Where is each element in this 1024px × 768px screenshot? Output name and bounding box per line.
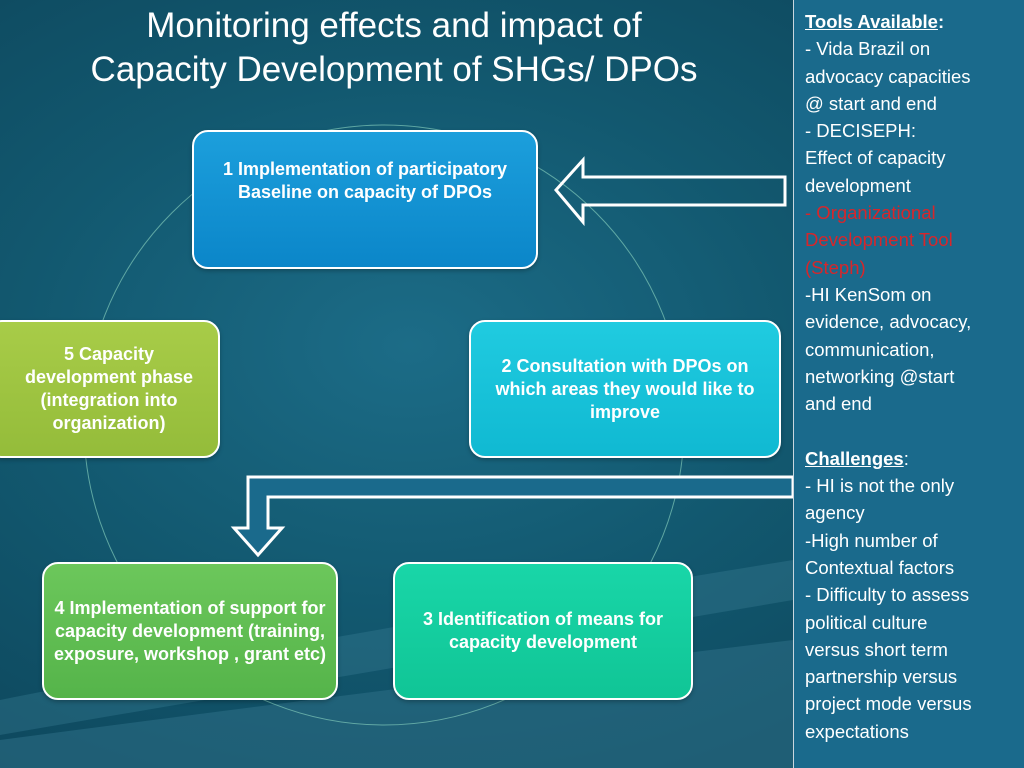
cycle-step-1: 1 Implementation of participatory Baseli… <box>192 130 538 269</box>
left-arrow-icon <box>554 156 787 227</box>
tools-line: -HI KenSom on <box>805 283 932 305</box>
tools-red-line: - Organizational <box>805 202 936 224</box>
tools-line: networking @start <box>805 365 955 387</box>
tools-line: Effect of capacity <box>805 147 946 169</box>
tools-heading: Tools Available <box>805 11 938 32</box>
cycle-step-1-label: 1 Implementation of participatory Baseli… <box>222 158 508 202</box>
challenges-line: - HI is not the only <box>805 475 955 497</box>
cycle-step-2: 2 Consultation with DPOs on which areas … <box>469 320 781 458</box>
tools-line: advocacy capacities <box>805 65 971 87</box>
challenges-line: Contextual factors <box>805 556 955 578</box>
cycle-step-5: 5 Capacity development phase (integratio… <box>0 320 220 458</box>
challenges-line: - Difficulty to assess <box>805 584 970 606</box>
tools-red-line: Development Tool <box>805 229 953 251</box>
tools-line: - Vida Brazil on <box>805 38 931 60</box>
cycle-step-2-label: 2 Consultation with DPOs on which areas … <box>495 355 755 422</box>
tools-heading-line: Tools Available: <box>805 8 1018 35</box>
tools-line: communication, <box>805 338 935 360</box>
challenges-line: versus short term <box>805 638 948 660</box>
challenges-line: partnership versus <box>805 666 958 688</box>
challenges-line: expectations <box>805 720 909 742</box>
down-arrow-icon <box>230 475 795 558</box>
cycle-step-4-label: 4 Implementation of support for capacity… <box>53 597 327 664</box>
sidebar-spacer <box>805 417 1018 444</box>
tools-line: development <box>805 174 911 196</box>
tools-red-line: (Steph) <box>805 256 866 278</box>
tools-line: - DECISEPH: <box>805 120 917 142</box>
tools-heading-colon: : <box>937 11 945 32</box>
slide-title: Monitoring effects and impact of Capacit… <box>0 4 788 92</box>
cycle-step-4: 4 Implementation of support for capacity… <box>42 562 338 700</box>
challenges-line: -High number of <box>805 529 938 551</box>
cycle-step-3: 3 Identification of means for capacity d… <box>393 562 693 700</box>
title-line-2: Capacity Development of SHGs/ DPOs <box>90 50 698 89</box>
title-line-1: Monitoring effects and impact of <box>146 6 642 45</box>
challenges-line: political culture <box>805 611 928 633</box>
challenges-heading-line: Challenges: <box>805 445 1018 472</box>
sidebar-notes: Tools Available: - Vida Brazil on advoca… <box>793 0 1024 768</box>
tools-line: evidence, advocacy, <box>805 311 972 333</box>
challenges-line: agency <box>805 502 865 524</box>
challenges-heading-colon: : <box>903 447 909 469</box>
challenges-line: project mode versus <box>805 693 972 715</box>
challenges-heading: Challenges <box>805 447 904 469</box>
tools-line: @ start and end <box>805 92 937 114</box>
cycle-step-5-label: 5 Capacity development phase (integratio… <box>24 344 194 433</box>
tools-line: and end <box>805 393 872 415</box>
cycle-step-3-label: 3 Identification of means for capacity d… <box>422 609 664 652</box>
